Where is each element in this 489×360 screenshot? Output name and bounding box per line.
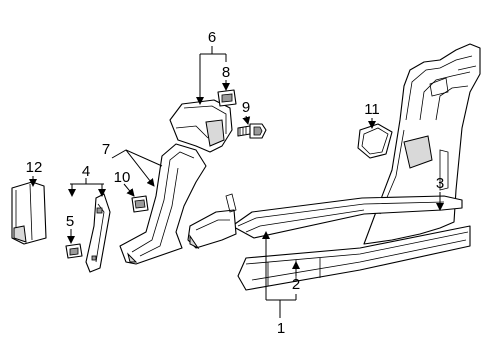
callout-3: 3 [436, 175, 444, 192]
callout-5: 5 [66, 213, 74, 230]
part-7-pillar-trim [119, 143, 207, 265]
callout-12: 12 [26, 159, 43, 176]
callout-6: 6 [208, 29, 216, 46]
part-6-upper-trim [169, 99, 233, 153]
part-4-trim-strip [85, 193, 111, 273]
part-12-trim-panel [11, 181, 47, 245]
leader-lines [29, 46, 444, 318]
part-5-clip [65, 243, 83, 259]
part-8-clip [217, 89, 237, 107]
callout-10: 10 [114, 169, 131, 186]
part-11-insert [357, 123, 393, 159]
callout-4: 4 [82, 163, 90, 180]
callout-9: 9 [242, 99, 250, 116]
callout-labels: 12 4 5 10 7 6 8 9 11 3 2 1 [26, 29, 445, 337]
body-structure [187, 43, 481, 291]
part-10-clip [131, 195, 149, 213]
part-9-screw [237, 123, 267, 139]
callout-8: 8 [222, 64, 230, 81]
callout-2: 2 [292, 276, 300, 293]
callout-7: 7 [102, 141, 110, 158]
callout-11: 11 [364, 101, 380, 118]
callout-1: 1 [277, 320, 285, 337]
